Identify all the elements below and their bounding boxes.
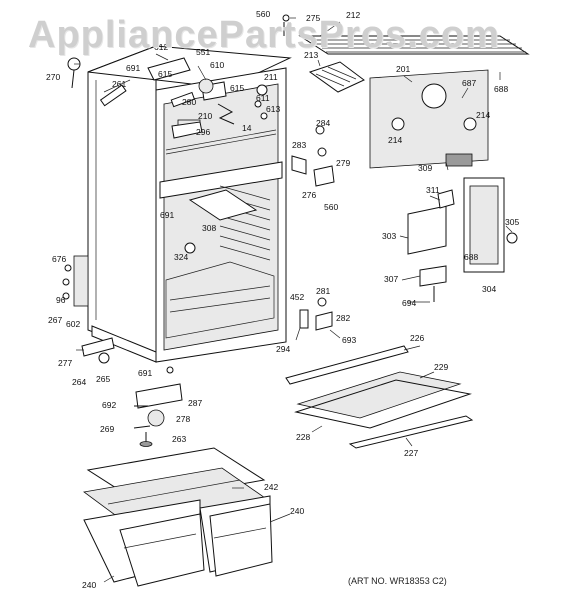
part-label: 263: [172, 434, 186, 444]
part-label: 226: [410, 333, 424, 343]
part-label: 210: [198, 111, 212, 121]
part-label: 692: [102, 400, 116, 410]
part-label: 201: [396, 64, 410, 74]
part-label: 240: [290, 506, 304, 516]
part-label: 277: [58, 358, 72, 368]
part-label: 242: [264, 482, 278, 492]
part-label: 324: [174, 252, 188, 262]
part-label: 270: [46, 72, 60, 82]
part-label: 284: [316, 118, 330, 128]
part-label: 694: [402, 298, 416, 308]
part-label: 615: [230, 83, 244, 93]
part-label: 287: [188, 398, 202, 408]
part-label: 693: [342, 335, 356, 345]
hinge-hardware: [62, 264, 183, 447]
part-label: 96: [56, 295, 66, 305]
part-label: 551: [196, 47, 210, 57]
part-label: 278: [176, 414, 190, 424]
shelf-rail: [188, 189, 258, 221]
ice-tray: [308, 61, 365, 93]
part-label: 611: [256, 93, 270, 103]
control-housing: [407, 177, 518, 302]
part-label: 265: [96, 374, 110, 384]
part-label: 267: [48, 315, 62, 325]
part-label: 691: [138, 368, 152, 378]
part-label: 305: [505, 217, 519, 227]
part-label: 560: [324, 202, 338, 212]
part-label: 275: [306, 13, 320, 23]
part-label: 613: [266, 104, 280, 114]
part-label: 294: [276, 344, 290, 354]
part-label: 281: [316, 286, 330, 296]
rear-panel: [369, 69, 489, 169]
art-number-caption: (ART NO. WR18353 C2): [348, 576, 447, 586]
part-label: 279: [336, 158, 350, 168]
part-label: 276: [302, 190, 316, 200]
part-label: 615: [158, 69, 172, 79]
part-label: 304: [482, 284, 496, 294]
part-label: 212: [346, 10, 360, 20]
part-label: 240: [82, 580, 96, 590]
part-label: 612: [154, 42, 168, 52]
part-label: 311: [426, 185, 440, 195]
part-label: 269: [100, 424, 114, 434]
glass-shelf-assembly: [285, 345, 474, 449]
part-label: 14: [242, 123, 252, 133]
leader-lines: [74, 17, 513, 583]
part-label: 296: [196, 127, 210, 137]
part-label: 676: [52, 254, 66, 264]
freezer-shelf: [298, 35, 530, 55]
part-labels: 560 275 212 270 612 551 691 615 610 211 …: [46, 9, 519, 590]
part-label: 309: [418, 163, 432, 173]
part-label: 229: [434, 362, 448, 372]
part-label: 303: [382, 231, 396, 241]
part-label: 691: [126, 63, 140, 73]
part-label: 261: [112, 79, 126, 89]
part-label: 211: [264, 72, 278, 82]
part-label: 691: [160, 210, 174, 220]
part-label: 280: [182, 97, 196, 107]
part-label: 283: [292, 140, 306, 150]
part-label: 264: [72, 377, 86, 387]
part-label: 214: [476, 110, 490, 120]
part-label: 227: [404, 448, 418, 458]
site-watermark: AppliancePartsPros.com: [28, 14, 500, 56]
part-label: 610: [210, 60, 224, 70]
part-label: 688: [464, 252, 478, 262]
part-label: 602: [66, 319, 80, 329]
crisper-drawers: [83, 447, 273, 587]
part-label: 228: [296, 432, 310, 442]
part-label: 688: [494, 84, 508, 94]
part-label: 213: [304, 50, 318, 60]
part-label: 687: [462, 78, 476, 88]
part-label: 308: [202, 223, 216, 233]
top-components: [67, 57, 268, 139]
part-label: 214: [388, 135, 402, 145]
part-label: 560: [256, 9, 270, 19]
part-label: 282: [336, 313, 350, 323]
part-label: 307: [384, 274, 398, 284]
part-label: 452: [290, 292, 304, 302]
